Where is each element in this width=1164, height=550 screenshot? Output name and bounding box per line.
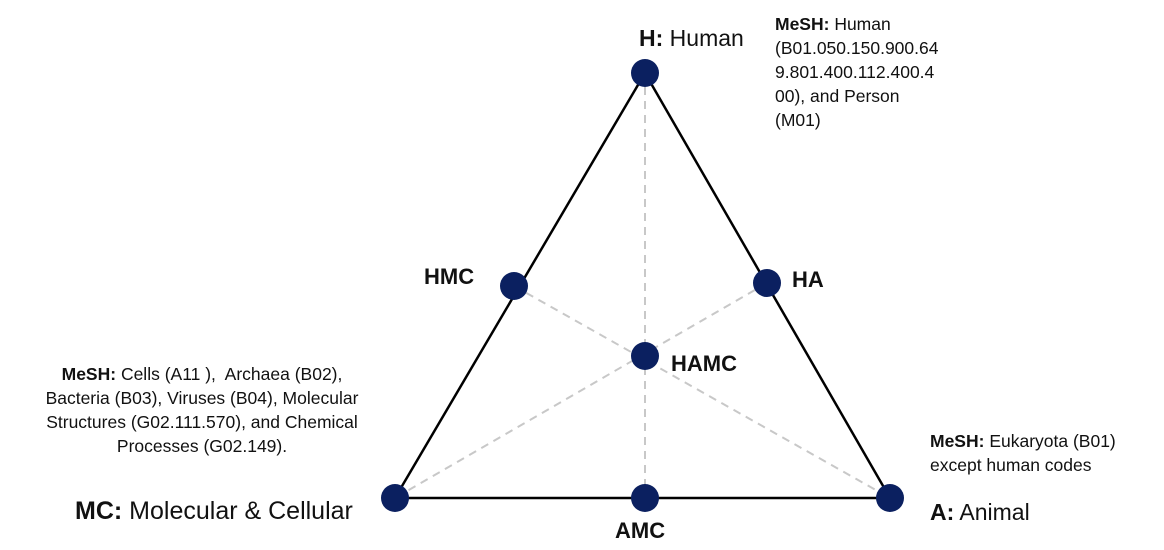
note-mc-line-1: MeSH: Cells (A11 ), Archaea (B02), xyxy=(18,362,386,386)
note-animal-key: MeSH: xyxy=(930,431,985,451)
note-animal-text-1: Eukaryota (B01) xyxy=(984,431,1116,451)
note-human: MeSH: Human (B01.050.150.900.64 9.801.40… xyxy=(775,12,975,132)
label-animal: A: Animal xyxy=(930,501,1030,524)
note-mc-text-4: Processes (G02.149). xyxy=(116,436,288,456)
label-molecular-cellular-abbr: MC: xyxy=(75,497,123,525)
node-hmc xyxy=(500,272,528,300)
note-human-text-2: (B01.050.150.900.64 xyxy=(775,38,939,58)
label-animal-name: Animal xyxy=(959,499,1030,525)
note-mc-text-3: Structures (G02.111.570), and Chemical xyxy=(46,412,358,432)
node-molecular-cellular xyxy=(381,484,409,512)
label-ha: HA xyxy=(792,267,824,292)
label-human: H: Human xyxy=(639,27,744,50)
dashed-line-ha-mc xyxy=(394,282,768,499)
note-mc-key: MeSH: xyxy=(61,364,117,384)
note-mc-text-2: Bacteria (B03), Viruses (B04), Molecular xyxy=(45,388,359,408)
label-amc: AMC xyxy=(615,518,666,543)
label-animal-abbr: A: xyxy=(930,499,955,525)
note-human-text-1: Human xyxy=(829,14,891,34)
dashed-lines xyxy=(394,73,891,499)
nodes xyxy=(381,59,904,512)
note-animal-text-2: except human codes xyxy=(930,455,1092,475)
node-ha xyxy=(753,269,781,297)
note-animal-line-1: MeSH: Eukaryota (B01) xyxy=(930,429,1155,453)
node-human xyxy=(631,59,659,87)
note-mc-text-1: Cells (A11 ), Archaea (B02), xyxy=(116,364,343,384)
note-human-text-4: 00), and Person xyxy=(775,86,900,106)
node-hamc xyxy=(631,342,659,370)
label-hmc: HMC xyxy=(424,264,475,289)
note-human-text-3: 9.801.400.112.400.4 xyxy=(775,62,935,82)
label-hamc: HAMC xyxy=(671,351,737,376)
label-human-abbr: H: xyxy=(639,25,664,51)
note-human-key: MeSH: xyxy=(775,14,830,34)
note-molecular-cellular: MeSH: Cells (A11 ), Archaea (B02), Bacte… xyxy=(18,362,386,458)
dashed-line-hmc-a xyxy=(513,285,891,499)
note-human-text-5: (M01) xyxy=(775,110,821,130)
node-animal xyxy=(876,484,904,512)
label-molecular-cellular: MC: Molecular & Cellular xyxy=(75,499,353,524)
label-molecular-cellular-name: Molecular & Cellular xyxy=(129,497,353,525)
label-human-name: Human xyxy=(669,25,744,51)
note-animal: MeSH: Eukaryota (B01) except human codes xyxy=(930,429,1155,477)
note-human-line-1: MeSH: Human xyxy=(775,12,975,36)
node-amc xyxy=(631,484,659,512)
